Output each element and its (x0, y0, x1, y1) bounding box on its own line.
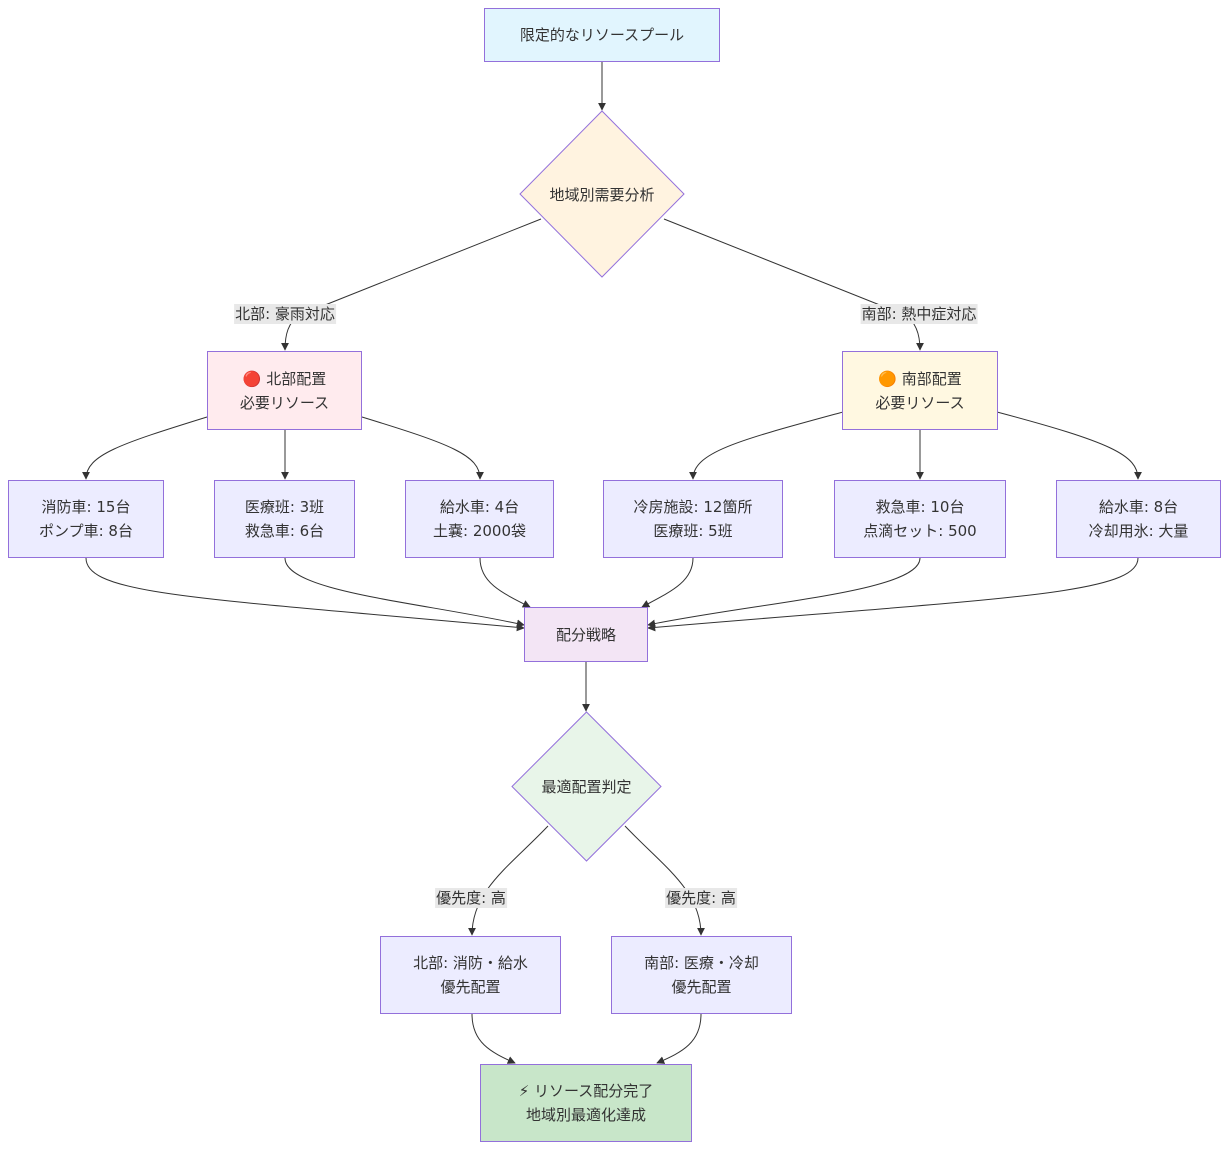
edge-s3-strategy (647, 557, 1139, 632)
north-priority-node: 北部: 消防・給水 優先配置 (380, 936, 561, 1014)
node-text: 地域別需要分析 (549, 185, 655, 204)
edge-n2-strategy (284, 557, 525, 628)
edge-label-south: 南部: 熱中症対応 (860, 304, 978, 324)
south-resource-ambulance: 救急車: 10台 点滴セット: 500 (834, 480, 1006, 558)
edge-label-north: 北部: 豪雨対応 (234, 304, 336, 324)
south-priority-node: 南部: 医療・冷却 優先配置 (611, 936, 792, 1014)
node-text: 給水車: 8台 (1098, 498, 1179, 516)
north-allocation-node: 🔴 北部配置 必要リソース (207, 351, 362, 430)
node-text: 南部: 医療・冷却 (644, 954, 759, 972)
node-text: 地域別最適化達成 (525, 1106, 646, 1124)
node-text: 冷却用氷: 大量 (1088, 522, 1189, 540)
resource-pool-node: 限定的なリソースプール (484, 8, 720, 62)
edge-n3-strategy (479, 557, 531, 608)
node-text: 必要リソース (239, 393, 330, 412)
edge-analysis-north (281, 218, 542, 351)
node-text: 冷房施設: 12箇所 (633, 498, 753, 516)
demand-analysis-decision: 地域別需要分析 (519, 110, 685, 278)
node-text: 医療班: 3班 (244, 498, 325, 516)
node-text: ポンプ車: 8台 (39, 522, 133, 540)
edge-north-n1 (82, 416, 208, 480)
edge-s2-strategy (647, 557, 921, 628)
optimal-placement-decision: 最適配置判定 (511, 711, 662, 862)
node-text: 給水車: 4台 (439, 498, 520, 516)
node-text: 点滴セット: 500 (863, 522, 977, 540)
edge-npriority-done (471, 1013, 516, 1064)
north-resource-water: 給水車: 4台 土嚢: 2000袋 (405, 480, 554, 558)
south-resource-water: 給水車: 8台 冷却用氷: 大量 (1056, 480, 1221, 558)
node-text: 救急車: 6台 (244, 522, 325, 540)
edge-label-priority-south: 優先度: 高 (665, 888, 737, 908)
node-text: 救急車: 10台 (875, 498, 965, 516)
north-resource-medical: 医療班: 3班 救急車: 6台 (214, 480, 355, 558)
allocation-complete-node: ⚡ リソース配分完了 地域別最適化達成 (480, 1064, 692, 1142)
edge-label-priority-north: 優先度: 高 (435, 888, 507, 908)
node-text: 優先配置 (440, 978, 501, 996)
node-text: 優先配置 (671, 978, 732, 996)
node-text: 🔴 北部配置 (242, 369, 327, 388)
edge-decision-spriority (624, 825, 705, 936)
edge-n1-strategy (85, 557, 525, 632)
edge-north-n3 (361, 416, 484, 480)
node-text: 消防車: 15台 (41, 498, 131, 516)
edge-analysis-south (663, 218, 924, 351)
node-text: 医療班: 5班 (653, 522, 733, 540)
edge-spriority-done (656, 1013, 702, 1064)
edge-south-s1 (689, 411, 844, 480)
node-text: 土嚢: 2000袋 (433, 522, 526, 540)
edge-s1-strategy (641, 557, 694, 608)
south-allocation-node: 🟠 南部配置 必要リソース (842, 351, 998, 430)
node-text: 必要リソース (875, 393, 965, 412)
node-text: 配分戦略 (555, 625, 616, 644)
node-text: 最適配置判定 (541, 778, 632, 796)
node-text: 北部: 消防・給水 (413, 954, 528, 972)
node-text: 限定的なリソースプール (519, 26, 685, 44)
node-text: ⚡ リソース配分完了 (518, 1082, 654, 1100)
node-text: 🟠 南部配置 (878, 369, 962, 388)
south-resource-cooling: 冷房施設: 12箇所 医療班: 5班 (603, 480, 783, 558)
allocation-strategy-node: 配分戦略 (524, 607, 648, 662)
edge-decision-npriority (468, 825, 549, 936)
north-resource-fire: 消防車: 15台 ポンプ車: 8台 (8, 480, 164, 558)
edge-south-s3 (996, 411, 1142, 480)
